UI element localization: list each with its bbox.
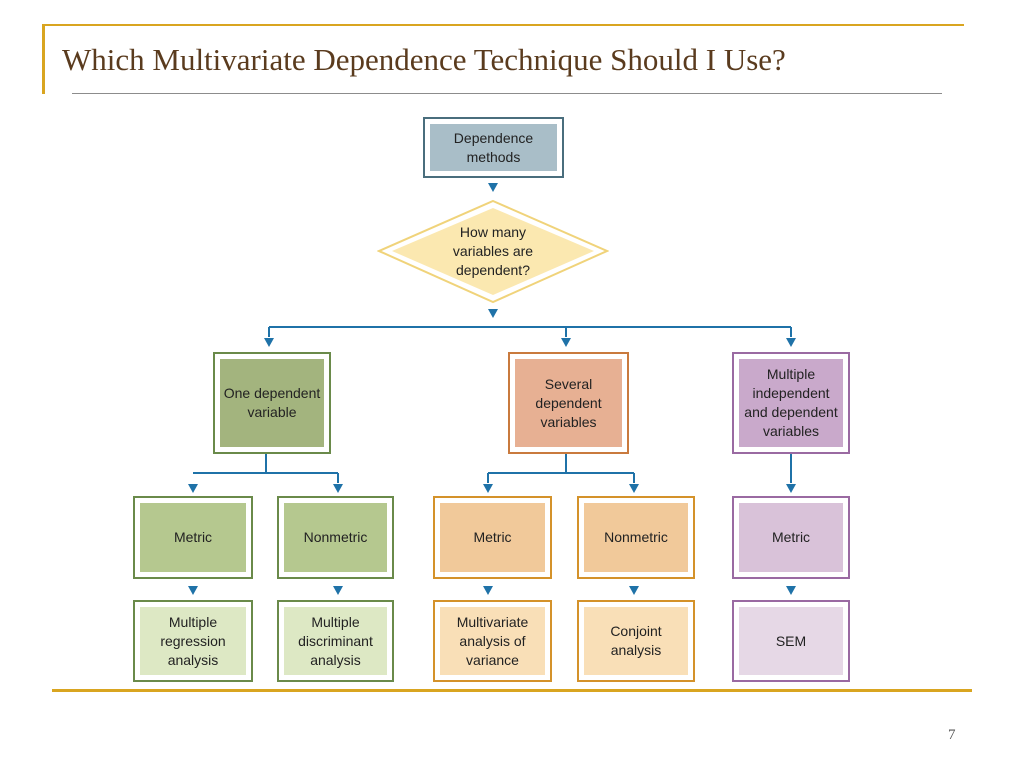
page-number: 7 [948, 727, 956, 743]
manova-label: Multivariate analysis of variance [456, 613, 529, 668]
one-dependent-label: One dependent variable [223, 385, 321, 420]
arrowhead-6 [333, 484, 343, 493]
metric-box-several: Metric [433, 496, 552, 579]
manova-box: Multivariate analysis of variance [433, 600, 552, 682]
arrowhead-5 [188, 484, 198, 493]
multiple-discriminant-label: Multiple discriminant analysis [298, 613, 373, 668]
arrowhead-0 [488, 183, 498, 192]
diamond-shape [377, 199, 609, 304]
metric-label-several: Metric [473, 529, 512, 545]
arrowhead-13 [629, 586, 639, 595]
arrowhead-14 [786, 586, 796, 595]
several-dependent-box: Several dependent variables [508, 352, 629, 454]
title-divider [72, 93, 942, 94]
frame-left-rule [42, 24, 45, 94]
nonmetric-label-one: Nonmetric [303, 529, 368, 545]
dependence-methods-label: Dependence methods [453, 129, 534, 165]
nonmetric-label-several: Nonmetric [604, 529, 668, 545]
sem-box: SEM [732, 600, 850, 682]
arrowhead-8 [629, 484, 639, 493]
decision-diamond: How many variables are dependent? [377, 199, 609, 304]
metric-box-one: Metric [133, 496, 253, 579]
metric-label-multiple: Metric [771, 529, 811, 545]
multiple-regression-box: Multiple regression analysis [133, 600, 253, 682]
arrowhead-3 [561, 338, 571, 347]
frame-top-rule [42, 24, 964, 26]
metric-label-one: Metric [173, 529, 213, 545]
arrowhead-2 [264, 338, 274, 347]
arrowhead-11 [333, 586, 343, 595]
arrowhead-12 [483, 586, 493, 595]
arrowhead-9 [786, 484, 796, 493]
multiple-discriminant-box: Multiple discriminant analysis [277, 600, 394, 682]
conjoint-box: Conjoint analysis [577, 600, 695, 682]
slide-title: Which Multivariate Dependence Technique … [62, 42, 786, 77]
multiple-indep-dep-box: Multiple independent and dependent varia… [732, 352, 850, 454]
several-dependent-label: Several dependent variables [535, 375, 602, 430]
metric-box-multiple: Metric [732, 496, 850, 579]
arrowhead-1 [488, 309, 498, 318]
one-dependent-box: One dependent variable [213, 352, 331, 454]
conjoint-label: Conjoint analysis [610, 623, 662, 658]
nonmetric-box-several: Nonmetric [577, 496, 695, 579]
arrowhead-7 [483, 484, 493, 493]
multiple-regression-label: Multiple regression analysis [160, 613, 226, 668]
nonmetric-box-one: Nonmetric [277, 496, 394, 579]
arrowhead-10 [188, 586, 198, 595]
bottom-rule [52, 689, 972, 692]
sem-label: SEM [775, 632, 807, 649]
multiple-indep-dep-label: Multiple independent and dependent varia… [744, 366, 838, 439]
arrowhead-4 [786, 338, 796, 347]
decision-question: How many variables are dependent? [452, 224, 534, 278]
dependence-methods-box: Dependence methods [423, 117, 564, 178]
